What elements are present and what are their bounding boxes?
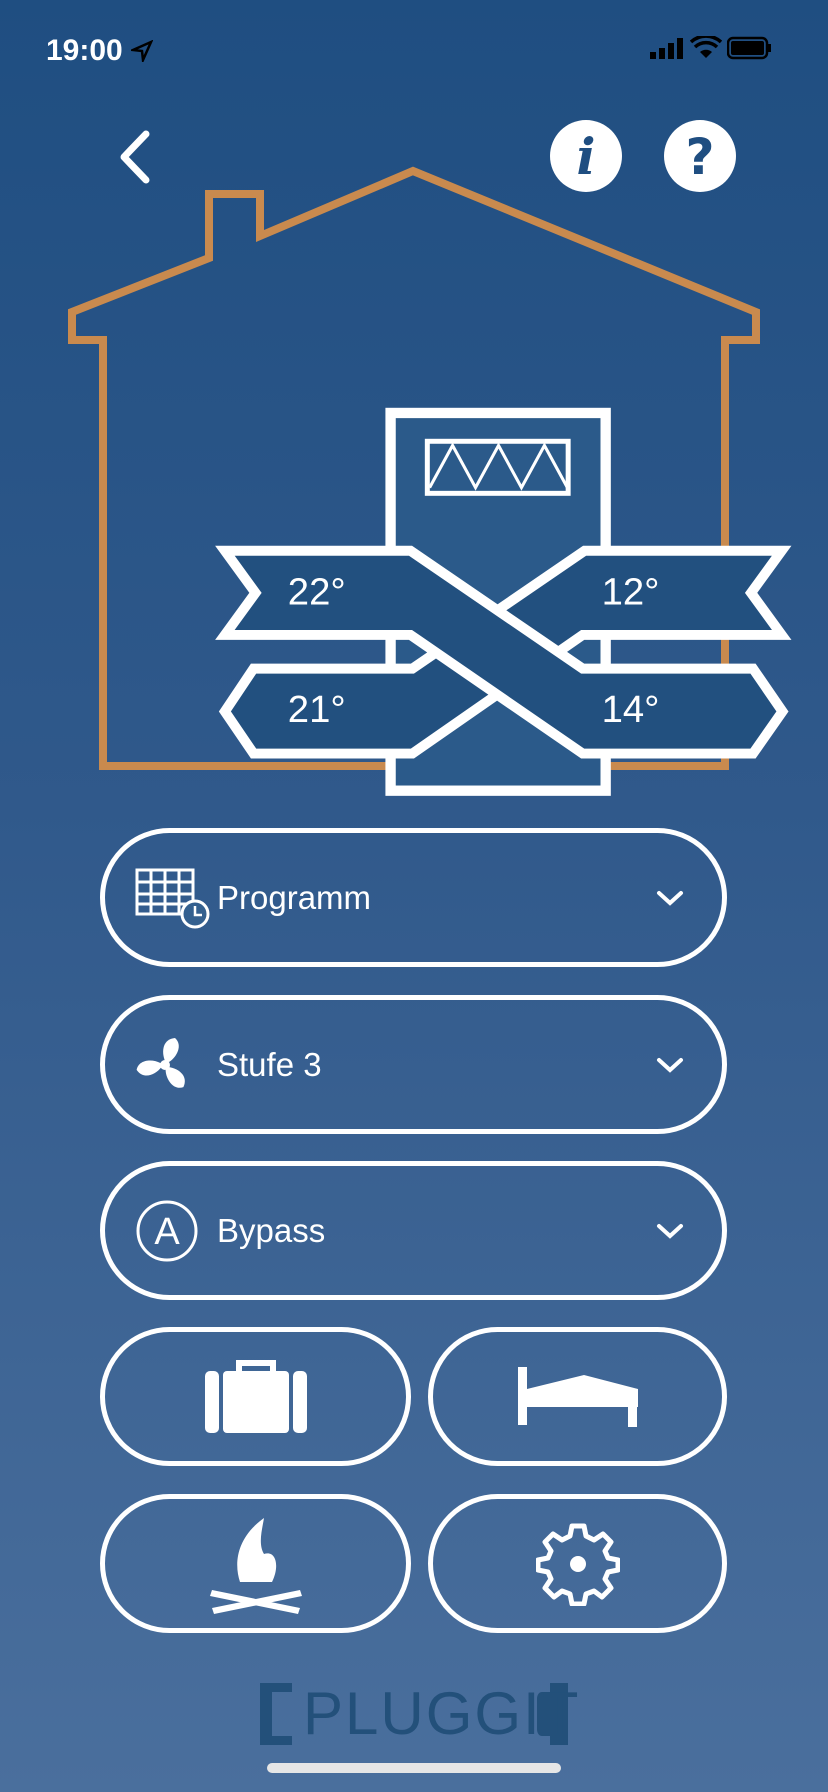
house-outline — [68, 166, 760, 770]
calendar-clock-icon — [135, 868, 210, 928]
wifi-icon — [690, 34, 723, 58]
fan-level-label: Stufe 3 — [217, 1045, 322, 1083]
exhaust-temperature: 14° — [602, 688, 660, 731]
suitcase-icon — [204, 1359, 307, 1433]
fan-icon — [136, 1037, 185, 1088]
time-text: 19:00 — [46, 34, 123, 67]
pluggit-logo-brackets — [260, 1683, 568, 1745]
svg-text:?: ? — [685, 128, 714, 186]
status-time: 19:00 — [46, 34, 154, 68]
back-button[interactable] — [110, 128, 154, 186]
status-icons — [650, 34, 773, 65]
fan-level-dropdown[interactable]: Stufe 3 — [100, 995, 727, 1134]
bed-icon — [517, 1366, 638, 1427]
auto-a-icon: A — [136, 1200, 198, 1261]
location-arrow-icon — [128, 39, 154, 65]
chevron-down-icon — [657, 890, 683, 906]
filter-icon — [424, 438, 571, 496]
fireplace-icon — [209, 1517, 302, 1614]
signal-icon — [650, 38, 683, 59]
night-mode-button[interactable] — [428, 1327, 727, 1466]
gear-icon — [535, 1523, 620, 1606]
bypass-dropdown[interactable]: A Bypass — [100, 1161, 727, 1300]
settings-button[interactable] — [428, 1494, 727, 1633]
supply-temperature: 22° — [288, 570, 346, 613]
program-dropdown[interactable]: Programm — [100, 828, 727, 967]
svg-text:i: i — [577, 127, 596, 186]
holiday-mode-button[interactable] — [100, 1327, 411, 1466]
extract-temperature: 21° — [288, 688, 346, 731]
home-indicator[interactable] — [267, 1763, 561, 1773]
outdoor-temperature: 12° — [602, 570, 660, 613]
airflow-supply-exhaust — [215, 545, 789, 759]
bypass-label: Bypass — [217, 1211, 326, 1249]
program-label: Programm — [217, 878, 372, 916]
chevron-down-icon — [657, 1223, 683, 1239]
ventilation-diagram: 22° 12° 21° 14° — [68, 166, 792, 796]
help-button[interactable]: ? — [663, 119, 737, 193]
chevron-down-icon — [657, 1057, 683, 1073]
fireplace-mode-button[interactable] — [100, 1494, 411, 1633]
battery-icon — [726, 36, 771, 60]
logo-text: PLUGGIT — [303, 1680, 581, 1747]
info-button[interactable]: i — [549, 119, 623, 193]
svg-text:A: A — [154, 1211, 180, 1253]
